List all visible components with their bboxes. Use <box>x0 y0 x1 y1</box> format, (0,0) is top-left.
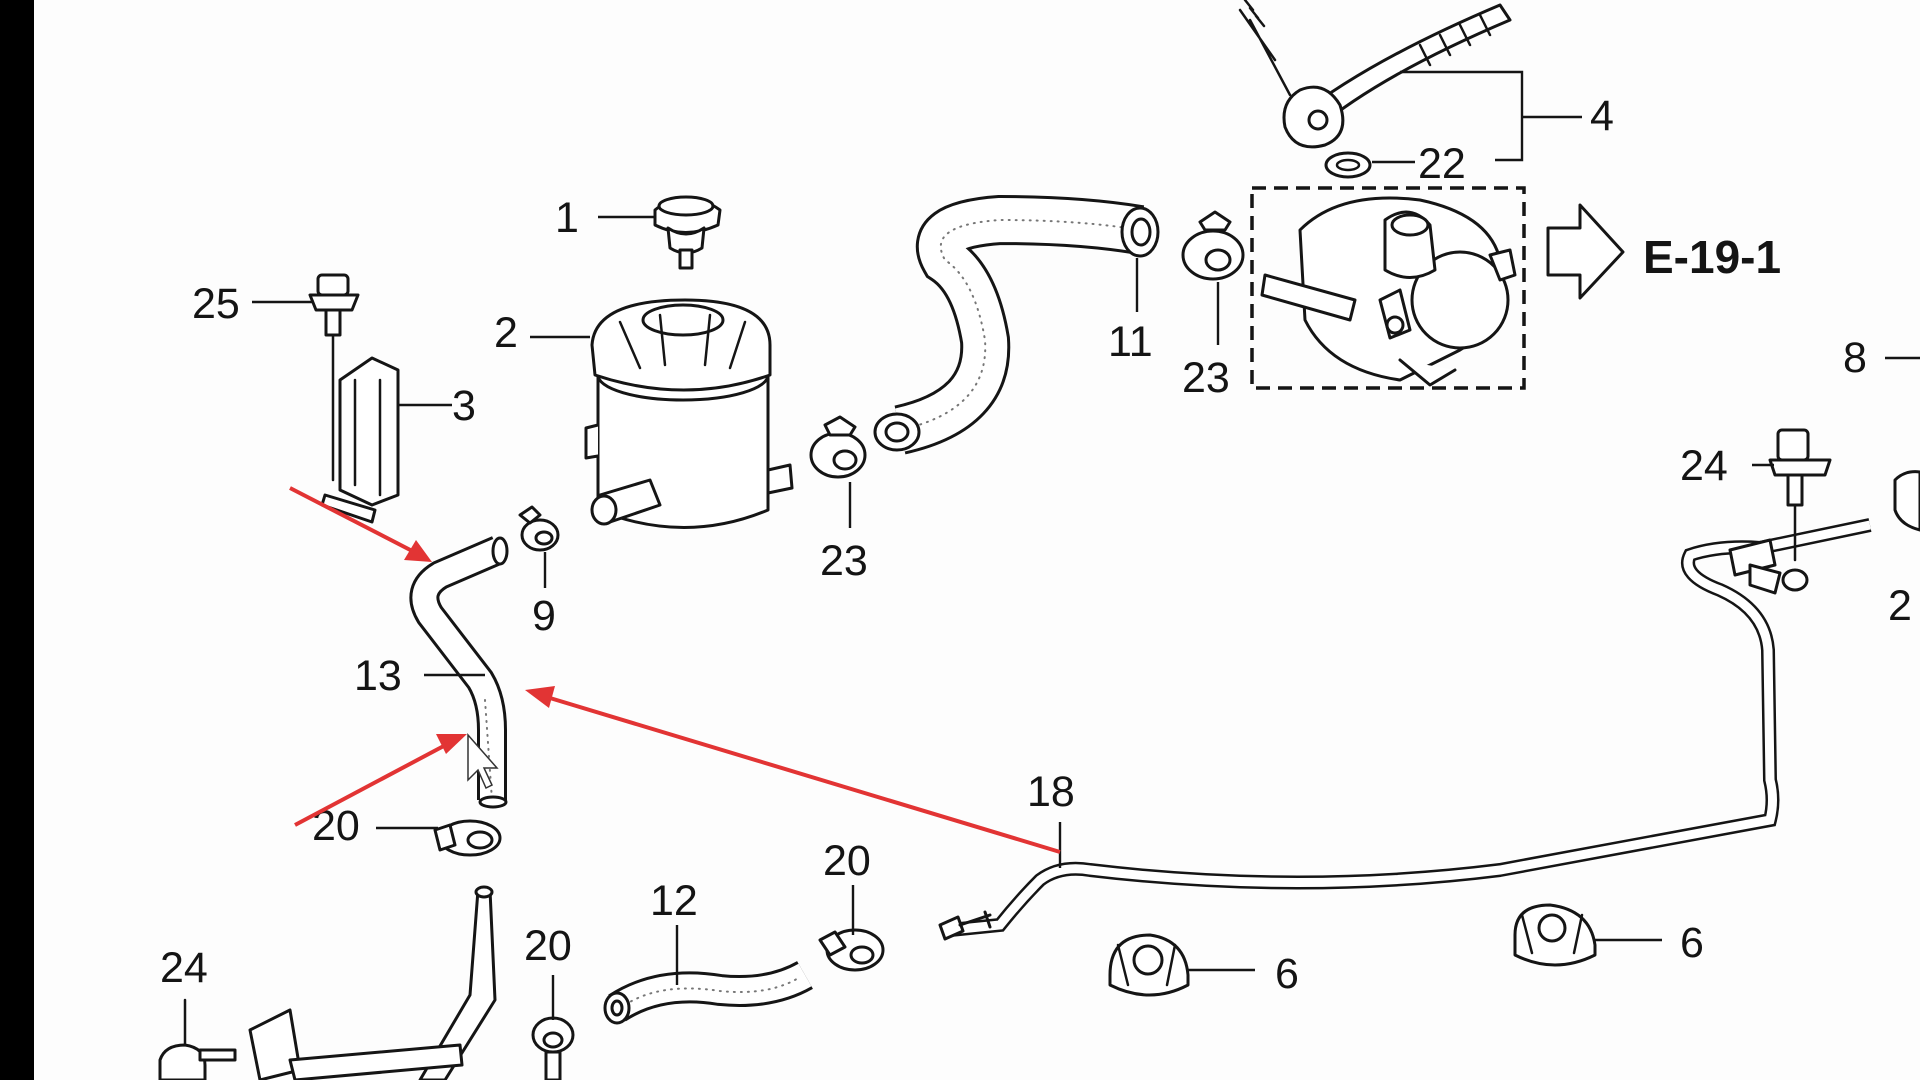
red-arrow-upper-head <box>404 540 432 562</box>
part-20-clamp-a <box>433 819 502 857</box>
part-11-suction-hose <box>873 194 1160 455</box>
part-23-clamp-upper <box>1181 210 1245 281</box>
callout-13: 13 <box>354 652 402 700</box>
part-20-clamp-b <box>818 928 885 972</box>
red-annotation-arrows <box>289 486 1061 854</box>
part-1-reservoir-cap <box>653 195 722 270</box>
part-23-clamp-lower <box>809 415 867 479</box>
callout-23-lower: 23 <box>820 537 868 585</box>
part-20-clamp-c <box>531 1016 575 1080</box>
callout-9: 9 <box>532 592 556 640</box>
callout-20-a: 20 <box>312 802 360 850</box>
part-6-clip-b <box>1513 903 1597 967</box>
callout-12: 12 <box>650 877 698 925</box>
part-3-bracket <box>320 356 400 524</box>
reference-label: E-19-1 <box>1643 231 1781 283</box>
red-arrow-upper <box>289 486 421 557</box>
red-arrow-long-head <box>525 686 555 708</box>
mouse-cursor <box>467 733 499 790</box>
callout-4: 4 <box>1590 92 1614 140</box>
part-25-bolt <box>308 273 360 482</box>
part-2-reservoir <box>584 298 794 529</box>
part-13-return-hose <box>409 536 509 809</box>
callout-22: 22 <box>1418 140 1466 188</box>
callout-3: 3 <box>452 382 476 430</box>
callout-25: 25 <box>192 280 240 328</box>
callout-8: 8 <box>1843 334 1867 382</box>
part-6-clip-a <box>1108 933 1190 997</box>
callout-24-right: 24 <box>1680 442 1728 490</box>
callout-20-b: 20 <box>823 837 871 885</box>
callout-18: 18 <box>1027 768 1075 816</box>
callout-11: 11 <box>1108 318 1153 366</box>
part-4-pressure-hose <box>1238 0 1512 149</box>
reference-arrow <box>1546 203 1625 300</box>
red-arrow-lower <box>294 738 456 827</box>
callout-1: 1 <box>555 194 579 242</box>
callout-6-b: 6 <box>1680 919 1704 967</box>
part-24-bolt-left <box>158 998 237 1080</box>
callout-2: 2 <box>494 309 518 357</box>
callout-6-a: 6 <box>1275 950 1299 998</box>
part-18-return-line <box>938 518 1872 941</box>
red-arrow-lower-head <box>436 734 467 754</box>
part-22-washer-hole <box>1335 158 1361 172</box>
lower-left-bracket <box>248 885 497 1080</box>
part-22-washer <box>1324 151 1372 179</box>
part-12-hose <box>603 960 813 1025</box>
power-steering-pump <box>1260 196 1517 387</box>
callout-26-partial: 2 <box>1888 582 1912 630</box>
red-arrow-long <box>539 693 1061 854</box>
part-24-bolt-right <box>1768 428 1832 562</box>
callout-24-left: 24 <box>160 944 208 992</box>
sheet-background <box>34 0 1920 1080</box>
pump-dashed-box <box>1250 186 1526 390</box>
part-9-clamp <box>518 505 560 552</box>
callout-20-c: 20 <box>524 922 572 970</box>
callout-23-upper: 23 <box>1182 354 1230 402</box>
part-26-edge <box>1893 470 1920 532</box>
